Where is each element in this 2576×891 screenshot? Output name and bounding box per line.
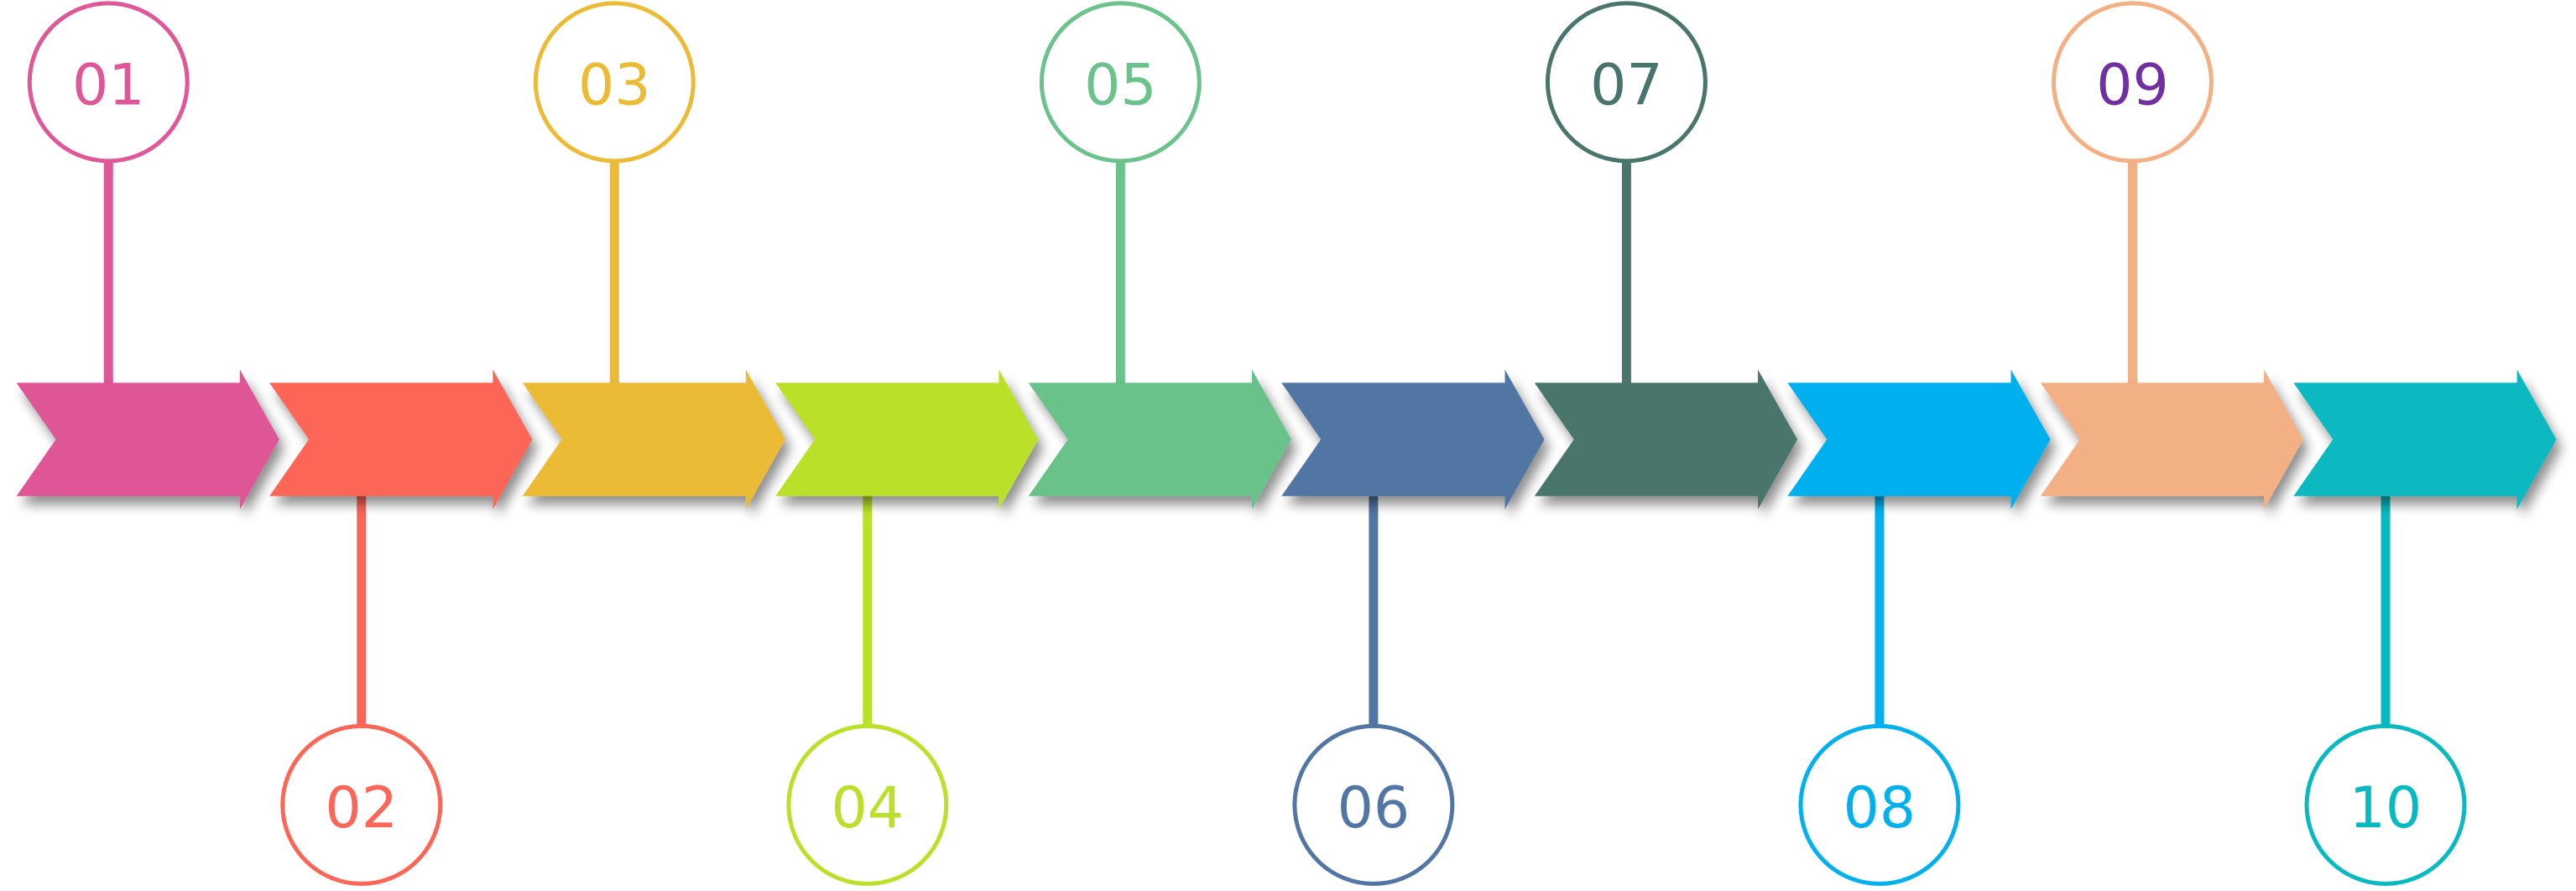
chevron-step-09 [2040, 369, 2304, 509]
chevron-step-01 [16, 369, 279, 509]
step-circle-04 [786, 723, 949, 886]
step-number: 07 [1590, 52, 1663, 118]
step-number: 05 [1084, 52, 1157, 118]
chevron-step-04 [775, 369, 1039, 509]
step-circle-06 [1292, 723, 1455, 886]
chevron-step-07 [1534, 369, 1798, 509]
step-number: 10 [2349, 775, 2422, 842]
step-circle-07 [1545, 1, 1708, 164]
step-number: 08 [1843, 775, 1916, 842]
step-number: 04 [832, 775, 905, 842]
step-number: 09 [2096, 52, 2169, 118]
step-number: 01 [72, 52, 145, 118]
step-circle-08 [1798, 723, 1961, 886]
step-number: 02 [325, 775, 398, 842]
step-number: 06 [1338, 775, 1411, 842]
chevron-row [16, 369, 2557, 509]
step-number: 03 [578, 52, 651, 118]
chevron-step-05 [1028, 369, 1291, 509]
step-circle-03 [533, 1, 696, 164]
step-circle-02 [280, 723, 443, 886]
chevron-step-03 [522, 369, 785, 509]
chevron-step-10 [2293, 369, 2557, 509]
step-circle-01 [27, 1, 190, 164]
step-circle-09 [2052, 1, 2214, 164]
chevron-step-08 [1787, 369, 2051, 509]
chevron-step-02 [269, 369, 533, 509]
step-circle-05 [1039, 1, 1202, 164]
step-circle-10 [2304, 723, 2467, 886]
chevron-step-06 [1281, 369, 1545, 509]
step-markers: 01 02 03 04 05 06 07 08 09 10 [27, 1, 2467, 886]
